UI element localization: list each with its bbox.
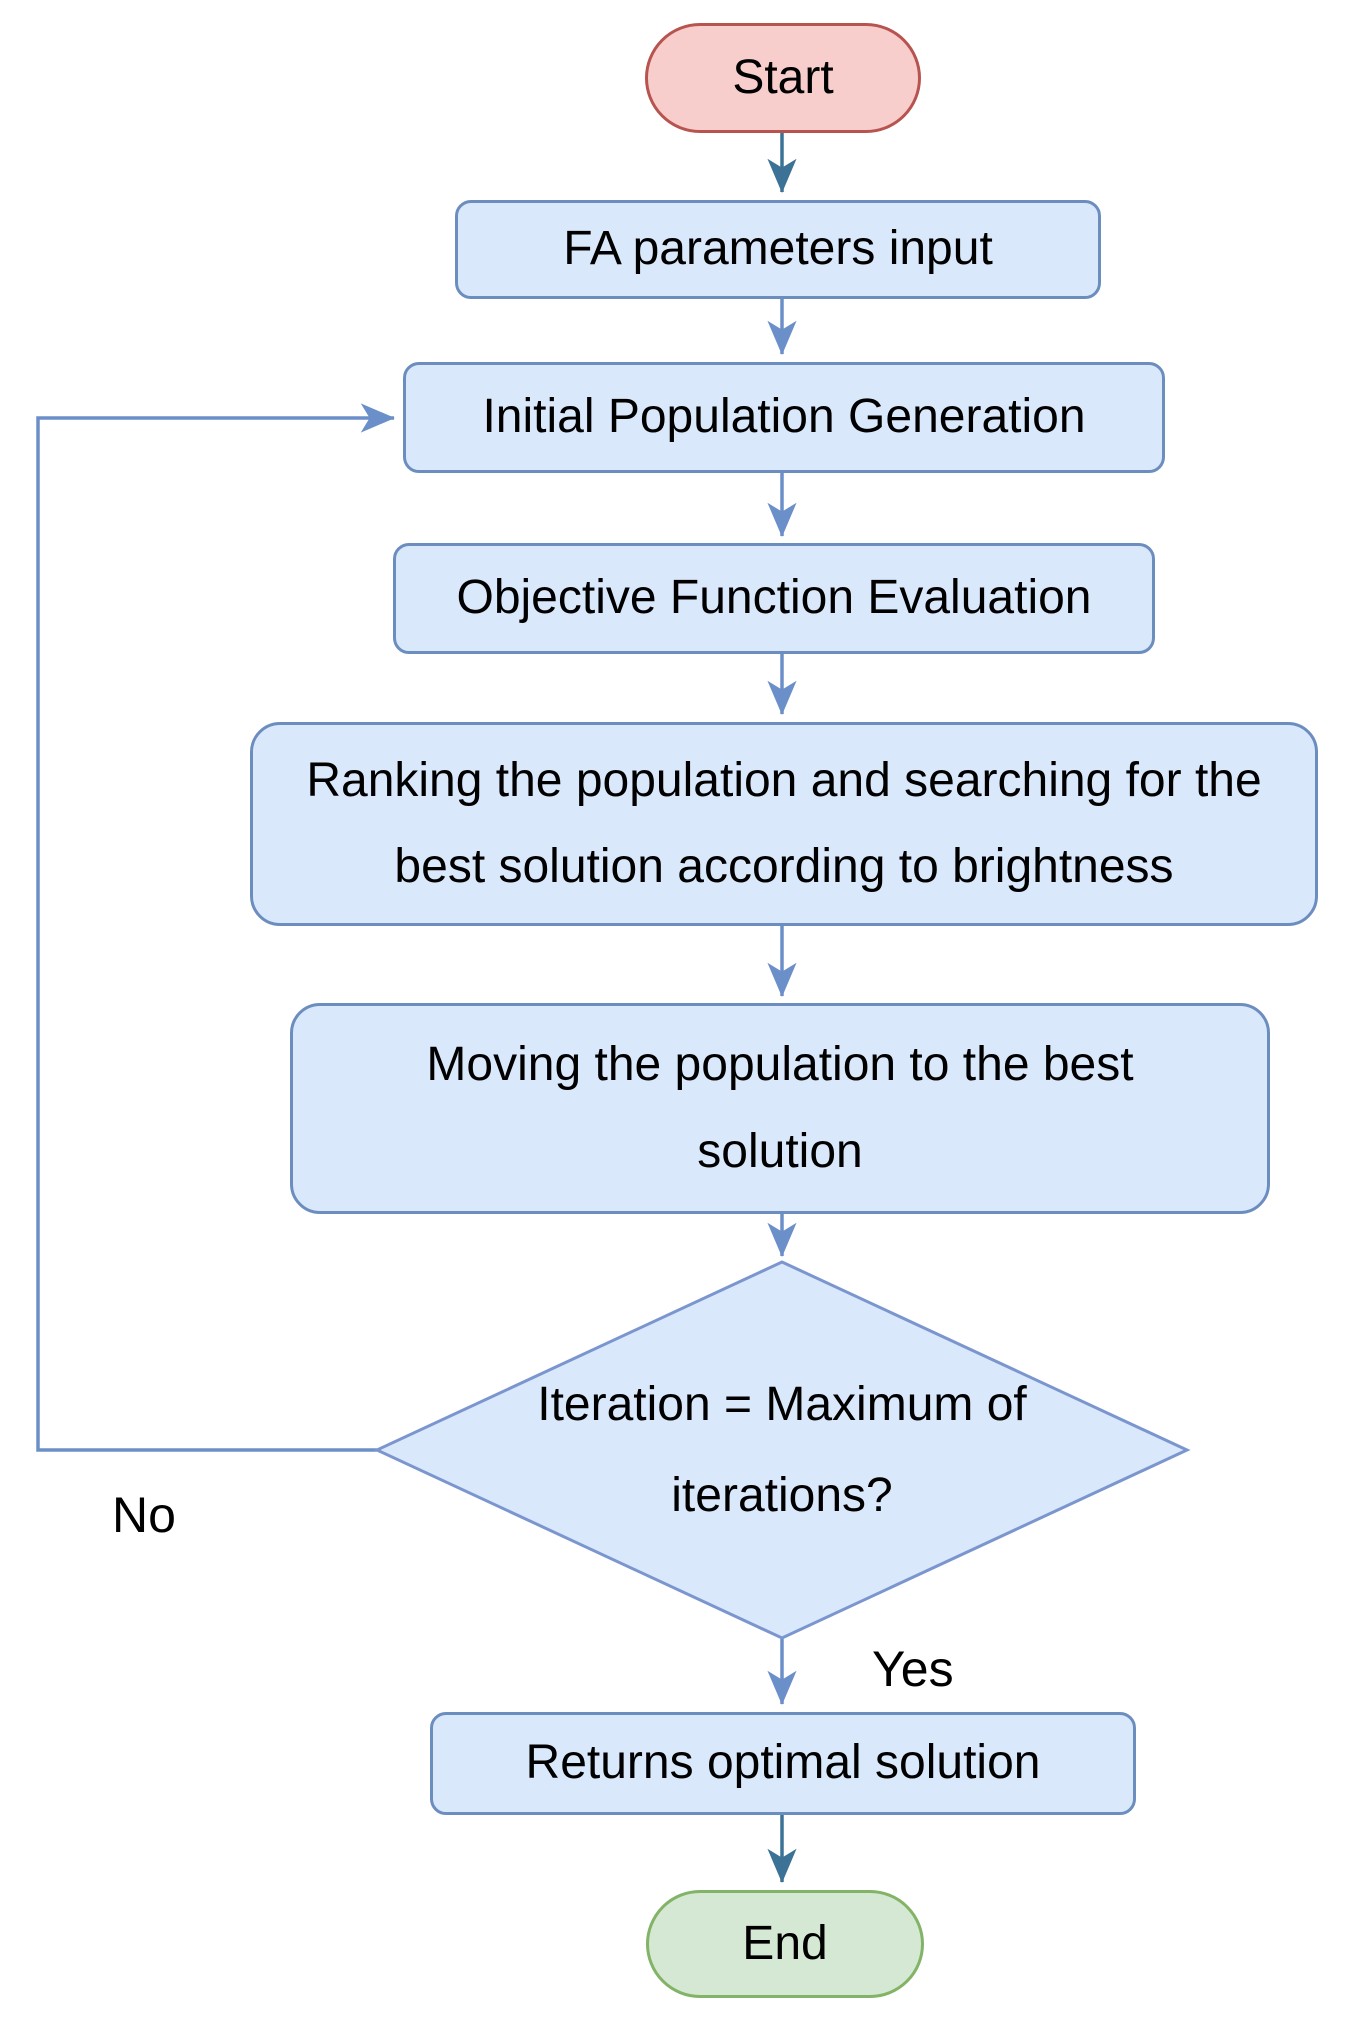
node-initial-population: Initial Population Generation	[403, 362, 1165, 473]
node-moving-label: Moving the population to the best soluti…	[426, 1038, 1134, 1178]
decision-diamond-shape	[373, 1260, 1191, 1640]
node-moving: Moving the population to the best soluti…	[290, 1003, 1270, 1214]
node-end: End	[646, 1890, 924, 1998]
node-ranking: Ranking the population and searching for…	[250, 722, 1318, 926]
node-start-label: Start	[732, 50, 834, 104]
node-decision-label: Iteration = Maximum of iterations?	[537, 1377, 1027, 1522]
node-initial-population-label: Initial Population Generation	[482, 390, 1086, 444]
node-returns-solution: Returns optimal solution	[430, 1712, 1136, 1815]
edge-decision-no-loop-to-initial-population	[36, 403, 395, 1452]
node-objective-evaluation: Objective Function Evaluation	[393, 543, 1155, 654]
node-decision: Iteration = Maximum of iterations?	[512, 1330, 1052, 1570]
node-start: Start	[645, 23, 921, 133]
node-fa-params-label: FA parameters input	[563, 222, 993, 276]
node-end-label: End	[742, 1916, 828, 1970]
edge-label-yes: Yes	[872, 1641, 954, 1697]
node-objective-evaluation-label: Objective Function Evaluation	[456, 571, 1092, 625]
edge-label-no: No	[112, 1487, 176, 1543]
node-returns-solution-label: Returns optimal solution	[525, 1736, 1041, 1790]
node-fa-params: FA parameters input	[455, 200, 1101, 299]
node-ranking-label: Ranking the population and searching for…	[306, 753, 1262, 893]
